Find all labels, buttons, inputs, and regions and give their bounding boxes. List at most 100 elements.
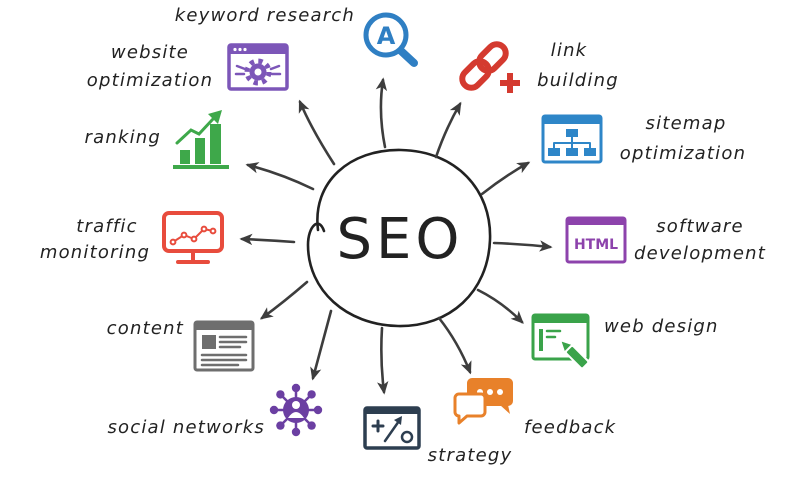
sitemap-child-node [548,148,560,156]
browser-gear-icon [227,43,289,91]
plus-sign [498,71,522,95]
label-sitemap-optimization-line-2: optimization [620,143,746,164]
sitemap-connectors [553,136,591,149]
content-image-block [202,335,216,349]
node-website-optimization: website optimization [87,42,289,91]
label-software-development-line-2: development [634,243,766,264]
node-content: content [107,318,255,372]
label-web-design: web design [604,316,719,337]
bar-chart-growth-icon [173,110,229,169]
window-title-bar [533,315,588,323]
node-traffic-monitoring: traffic monitoring [40,211,224,264]
label-link-building-line-2: building [537,70,619,91]
chart-baseline [173,165,229,169]
label-keyword-research: keyword research [175,5,355,26]
chain-link-plus-icon [459,41,522,95]
label-social-networks: social networks [107,417,265,438]
arrow-to-ranking [245,162,315,191]
sitemap-root-node [566,129,578,137]
arrow-to-link-building [434,101,462,159]
sitemap-child-node [584,148,596,156]
network-node [276,390,285,399]
board-top-bar [365,408,419,414]
user-body [288,412,304,418]
browser-brush-icon [531,313,590,370]
icon-letter: A [377,22,396,50]
gear-teeth [244,58,272,86]
arrow-to-social-networks [310,309,333,381]
chain-link [459,58,492,91]
window-title-bar [543,116,601,124]
design-side-bar [539,329,543,351]
browser-sitemap-icon [541,114,603,164]
gear-shape [244,58,272,86]
growth-arrow-line [175,117,215,145]
window-title-bar [195,322,253,330]
traffic-point [209,227,217,235]
label-feedback: feedback [524,417,617,438]
network-node [307,421,316,430]
label-link-building-line-1: link [551,40,588,61]
node-strategy: strategy [363,406,513,466]
node-social-networks: social networks [107,383,323,438]
user-head [292,401,300,409]
speech-bubbles-icon [453,378,513,425]
chart-bar [195,138,205,164]
window-dot [233,47,237,52]
label-traffic-monitoring-line-2: monitoring [40,242,150,263]
node-web-design: web design [531,313,719,370]
arrow-to-traffic-monitoring [239,233,296,246]
network-node [313,405,323,415]
network-node [269,405,279,415]
magnifier-lens [363,12,409,58]
arrow-to-sitemap-optimization [480,161,531,196]
traffic-point [180,231,188,239]
content-text-lines [200,335,248,367]
node-link-building: link building [459,40,619,95]
chain-links [459,41,509,91]
board-arrowhead [394,416,402,425]
gear-hole [254,68,262,76]
strategy-board-icon [363,406,421,450]
chart-bar [210,124,221,164]
sitemap-child-node [566,148,578,156]
label-traffic-monitoring-line-1: traffic [76,216,137,237]
node-ranking: ranking [85,110,229,169]
window-title-bar [229,45,287,54]
board-circle [400,430,414,444]
arrow-to-website-optimization [298,99,336,166]
arrow-to-web-design [476,288,524,324]
arrow-to-strategy [377,326,389,395]
board-play-arrow [383,419,401,443]
brush-tip [558,338,575,355]
arrow-to-feedback [437,316,472,375]
hub-circle [306,148,492,328]
arrow-to-software-development [492,240,553,252]
arrow-to-content [259,280,309,320]
label-sitemap-optimization-line-1: sitemap [646,113,727,134]
board-plus [371,419,385,433]
label-strategy: strategy [428,445,513,466]
magnifier-handle [396,46,418,67]
chain-link [476,41,509,74]
document-window-icon [193,320,255,372]
arrows [239,77,553,395]
label-website-optimization-line-2: optimization [87,70,213,91]
magnifier-letter-a-icon: A [363,12,418,67]
bubble-dot [497,389,503,395]
label-software-development-line-1: software [656,216,744,237]
network-node [307,390,316,399]
traffic-point [190,235,198,243]
chart-bar [180,150,190,164]
hub-title: SEO [336,207,463,272]
filled-bubble-tail [500,405,510,414]
design-lines [545,329,562,339]
arrow-to-keyword-research [375,77,388,149]
node-keyword-research: keyword research A [175,5,418,67]
brush-shape [558,338,590,370]
network-node [291,427,301,437]
label-website-optimization-line-1: website [111,42,189,63]
node-software-development: software development HTML [565,216,766,264]
window-dot [243,47,247,52]
monitor-line-chart-icon [162,211,224,264]
